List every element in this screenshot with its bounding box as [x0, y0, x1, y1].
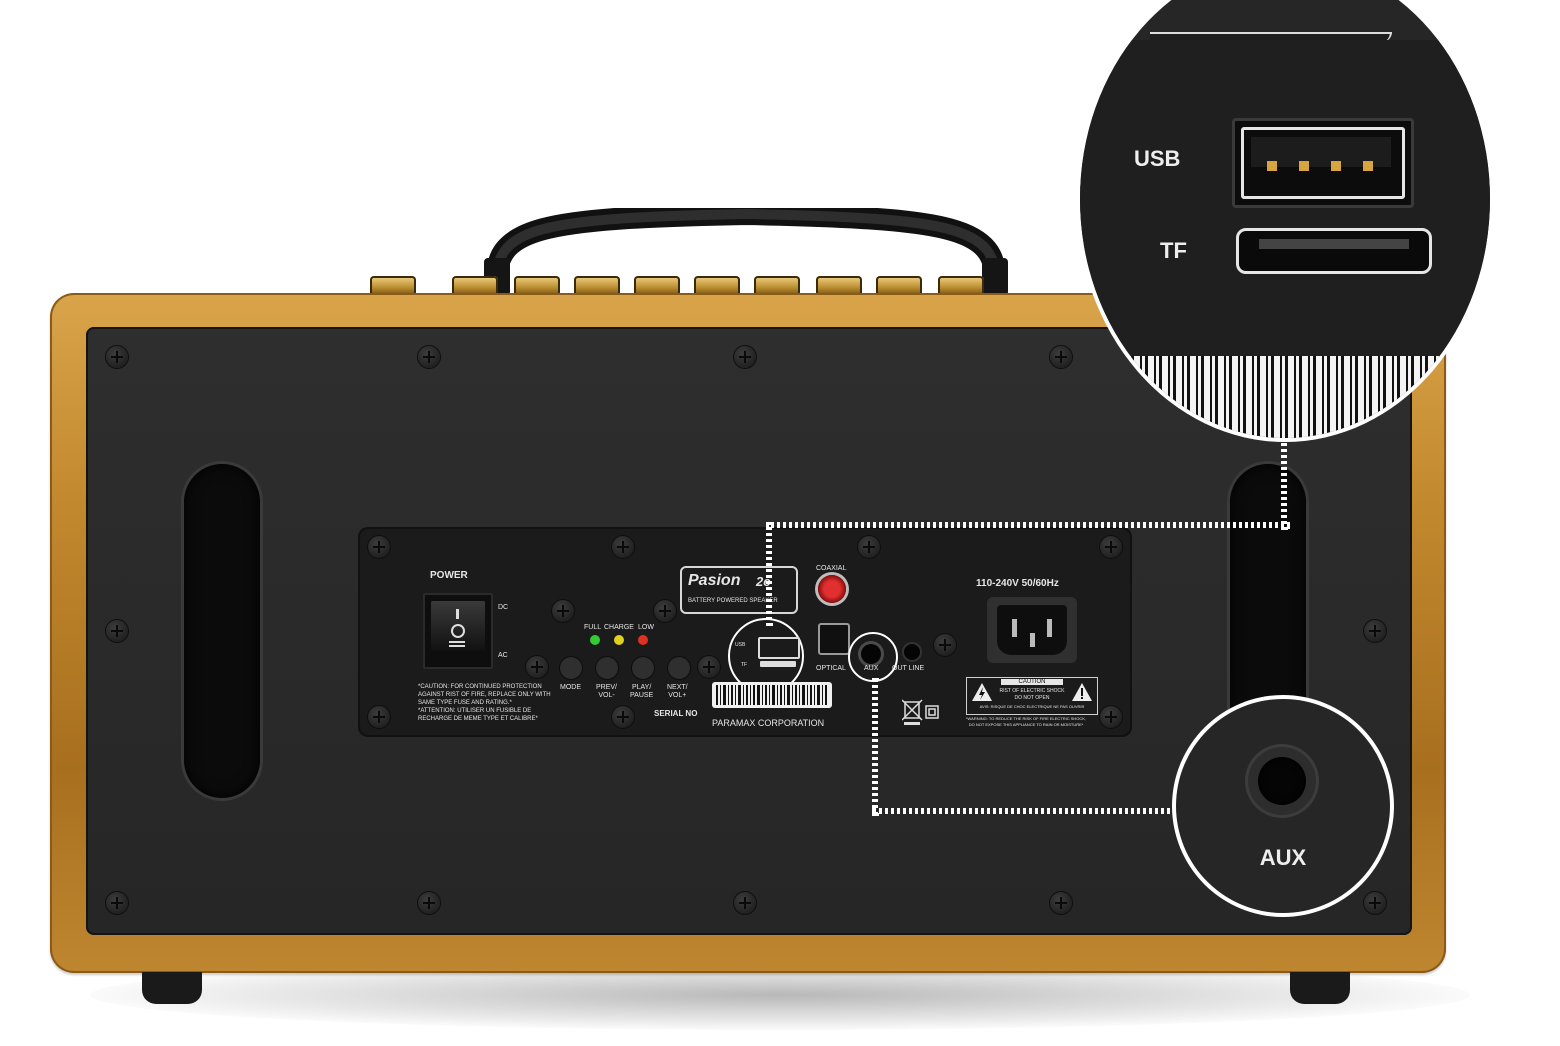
screw [526, 656, 548, 678]
prev-label: PREV/VOL- [596, 684, 618, 699]
caution-label: CAUTION RIST OF ELECTRIC SHOCK DO NOT OP… [966, 677, 1098, 715]
screw [1050, 892, 1072, 914]
speaker-foot [1290, 972, 1350, 1004]
usb-port-icon[interactable] [758, 637, 800, 659]
connector-aux-down [872, 678, 878, 816]
binding-post [754, 276, 800, 296]
ac-label: AC [498, 652, 508, 659]
warning-triangle-icon [1072, 683, 1092, 701]
tf-small-label: TF [741, 662, 748, 668]
screw [734, 892, 756, 914]
serial-label: SERIAL NO [654, 709, 698, 718]
aux-jack[interactable] [861, 644, 881, 664]
screw [552, 600, 574, 622]
play-pause-button[interactable] [632, 657, 654, 679]
coaxial-label: COAXIAL [816, 565, 847, 572]
screw [934, 634, 956, 656]
weee-bin-icon [902, 699, 939, 725]
voltage-label: 110-240V 50/60Hz [976, 578, 1059, 589]
bass-port-left [184, 464, 260, 798]
brand-logo: Pasion 2c BATTERY POWERED SPEAKER [680, 566, 798, 614]
screw [368, 706, 390, 728]
caution-title: CAUTION [1001, 679, 1063, 685]
power-switch[interactable] [423, 593, 493, 669]
power-switch-icon [431, 601, 485, 651]
usb-port-icon[interactable] [1232, 118, 1414, 208]
screw [1100, 536, 1122, 558]
connector-usb-up [1281, 436, 1287, 530]
binding-post [370, 276, 416, 296]
tf-slot-icon[interactable] [1236, 228, 1432, 274]
aux-zoom-callout: AUX [1176, 699, 1390, 913]
serial-barcode [712, 682, 832, 708]
speaker-foot [142, 972, 202, 1004]
zoom-tf-label: TF [1160, 238, 1187, 263]
coaxial-jack[interactable] [818, 575, 846, 603]
binding-post [816, 276, 862, 296]
binding-post [514, 276, 560, 296]
screw [698, 656, 720, 678]
screw [1364, 620, 1386, 642]
binding-post [452, 276, 498, 296]
led-charge-indicator [614, 635, 624, 645]
next-vol-up-button[interactable] [668, 657, 690, 679]
screw [106, 620, 128, 642]
company-label: PARAMAX CORPORATION [712, 718, 825, 728]
usb-small-label: USB [735, 642, 746, 648]
usb-tf-zoom-callout: USB TF [1080, 0, 1490, 438]
mode-button[interactable] [560, 657, 582, 679]
binding-post [574, 276, 620, 296]
screw [1050, 346, 1072, 368]
binding-post [694, 276, 740, 296]
screw [734, 346, 756, 368]
prev-vol-down-button[interactable] [596, 657, 618, 679]
logo-subtitle: BATTERY POWERED SPEAKER [688, 598, 778, 604]
zoom-usb-label: USB [1134, 146, 1181, 171]
led-low-indicator [638, 635, 648, 645]
screw [1100, 706, 1122, 728]
led-charge-label: CHARGE [604, 624, 634, 631]
next-label: NEXT/VOL+ [667, 684, 688, 699]
dc-label: DC [498, 604, 509, 611]
binding-post [876, 276, 922, 296]
play-label: PLAY/PAUSE [630, 684, 654, 699]
connector-aux-right [872, 808, 1178, 814]
led-full-indicator [590, 635, 600, 645]
connector-usb-top [766, 522, 1290, 528]
optical-label: OPTICAL [816, 665, 846, 672]
screw [368, 536, 390, 558]
screw [858, 536, 880, 558]
tf-slot-icon[interactable] [760, 661, 796, 667]
screw [418, 346, 440, 368]
zoom-aux-label: AUX [1259, 845, 1307, 870]
binding-post [634, 276, 680, 296]
optical-port[interactable] [818, 623, 850, 655]
led-low-label: LOW [638, 624, 654, 631]
brand-name: Pasion [688, 572, 741, 589]
ac-power-inlet[interactable] [987, 597, 1077, 663]
led-full-label: FULL [584, 624, 602, 631]
mode-label: MODE [560, 684, 581, 691]
barcode-zoom [1080, 356, 1490, 438]
outline-label: OUT LINE [892, 665, 925, 672]
power-label: POWER [430, 570, 468, 581]
screw [654, 600, 676, 622]
screw [106, 892, 128, 914]
aux-label: AUX [864, 665, 879, 672]
screw [106, 346, 128, 368]
line-out-jack[interactable] [904, 644, 920, 660]
binding-post [938, 276, 984, 296]
warning-footnote: *WARNING: TO REDUCE THE RISK OF FIRE ELE… [966, 716, 1087, 727]
screw [1364, 892, 1386, 914]
screw [612, 536, 634, 558]
fuse-caution-text: *CAUTION: FOR CONTINUED PROTECTION AGAIN… [418, 684, 551, 722]
screw [612, 706, 634, 728]
connector-usb-down [766, 522, 772, 626]
warning-triangle-icon [972, 683, 992, 701]
aux-jack-icon[interactable] [1248, 747, 1316, 815]
screw [418, 892, 440, 914]
